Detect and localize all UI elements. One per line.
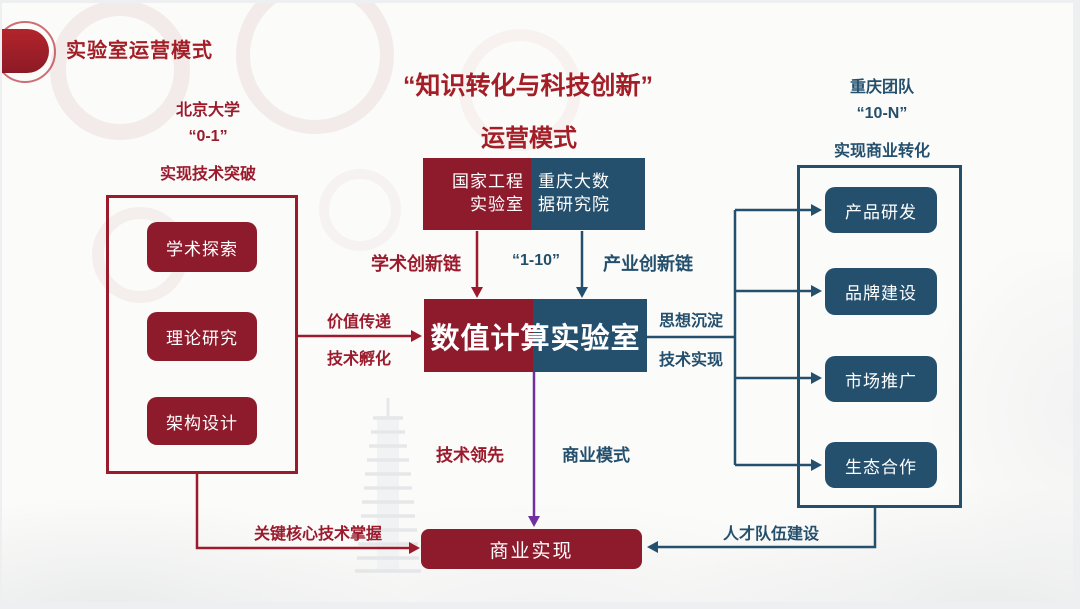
source-right-line2: 据研究院 bbox=[538, 195, 610, 214]
right-heading-line3: 实现商业转化 bbox=[833, 143, 931, 160]
left-item-architecture-design: 架构设计 bbox=[147, 397, 257, 445]
page-title: 实验室运营模式 bbox=[66, 40, 213, 62]
source-right-line1: 重庆大数 bbox=[538, 172, 610, 192]
right-heading-line1: 重庆团队 bbox=[849, 79, 915, 96]
result-box: 商业实现 bbox=[421, 529, 642, 569]
source-box-right: 重庆大数 据研究院 bbox=[531, 158, 645, 230]
pagoda-watermark bbox=[355, 398, 421, 573]
right-heading-line2: “10-N” bbox=[856, 105, 908, 122]
slide-edge-left bbox=[0, 0, 2, 609]
source-box-left: 国家工程 实验室 bbox=[423, 158, 531, 230]
slide-edge-right bbox=[1073, 0, 1080, 609]
right-item-market-promotion: 市场推广 bbox=[825, 356, 937, 402]
source-box: 国家工程 实验室 重庆大数 据研究院 bbox=[423, 158, 645, 230]
source-left-line2: 实验室 bbox=[470, 195, 524, 214]
tech-realization-label: 技术实现 bbox=[658, 352, 724, 369]
center-heading-line1: “知识转化与科技创新” bbox=[402, 72, 654, 100]
right-item-product-rd: 产品研发 bbox=[825, 187, 937, 233]
main-lab-box-red-half bbox=[424, 299, 533, 372]
core-tech-mastery-label: 关键核心技术掌握 bbox=[253, 526, 383, 543]
tech-incubation-label: 技术孵化 bbox=[326, 351, 392, 368]
right-item-brand-building: 品牌建设 bbox=[825, 268, 937, 315]
chain-mid-label: “1-10” bbox=[511, 252, 561, 269]
source-left-line1: 国家工程 bbox=[452, 172, 524, 192]
business-model-label: 商业模式 bbox=[562, 446, 630, 465]
main-lab-box: 数值计算实验室 bbox=[424, 299, 647, 372]
chain-left-label: 学术创新链 bbox=[371, 254, 461, 274]
talent-team-label: 人才队伍建设 bbox=[722, 526, 820, 543]
main-lab-box-blue-half bbox=[533, 299, 647, 372]
title-badge bbox=[0, 29, 49, 73]
center-heading-line2: 运营模式 bbox=[481, 125, 577, 152]
slide-edge-bottom bbox=[0, 602, 1080, 609]
left-heading-line2: “0-1” bbox=[188, 128, 228, 145]
left-item-theory-research: 理论研究 bbox=[147, 312, 257, 361]
chain-right-label: 产业创新链 bbox=[603, 254, 693, 274]
left-item-academic-exploration: 学术探索 bbox=[147, 222, 257, 272]
thought-deposit-label: 思想沉淀 bbox=[658, 313, 724, 330]
right-item-eco-cooperation: 生态合作 bbox=[825, 442, 937, 488]
value-transfer-label: 价值传递 bbox=[326, 314, 392, 331]
slide-edge-top bbox=[0, 0, 1080, 3]
left-heading-line3: 实现技术突破 bbox=[159, 166, 257, 183]
tech-leading-label: 技术领先 bbox=[436, 446, 504, 465]
purple-connector bbox=[528, 372, 540, 527]
left-heading-line1: 北京大学 bbox=[175, 102, 241, 119]
right-group-frame bbox=[797, 165, 962, 508]
main-lab-box-label: 数值计算实验室 bbox=[430, 322, 641, 355]
